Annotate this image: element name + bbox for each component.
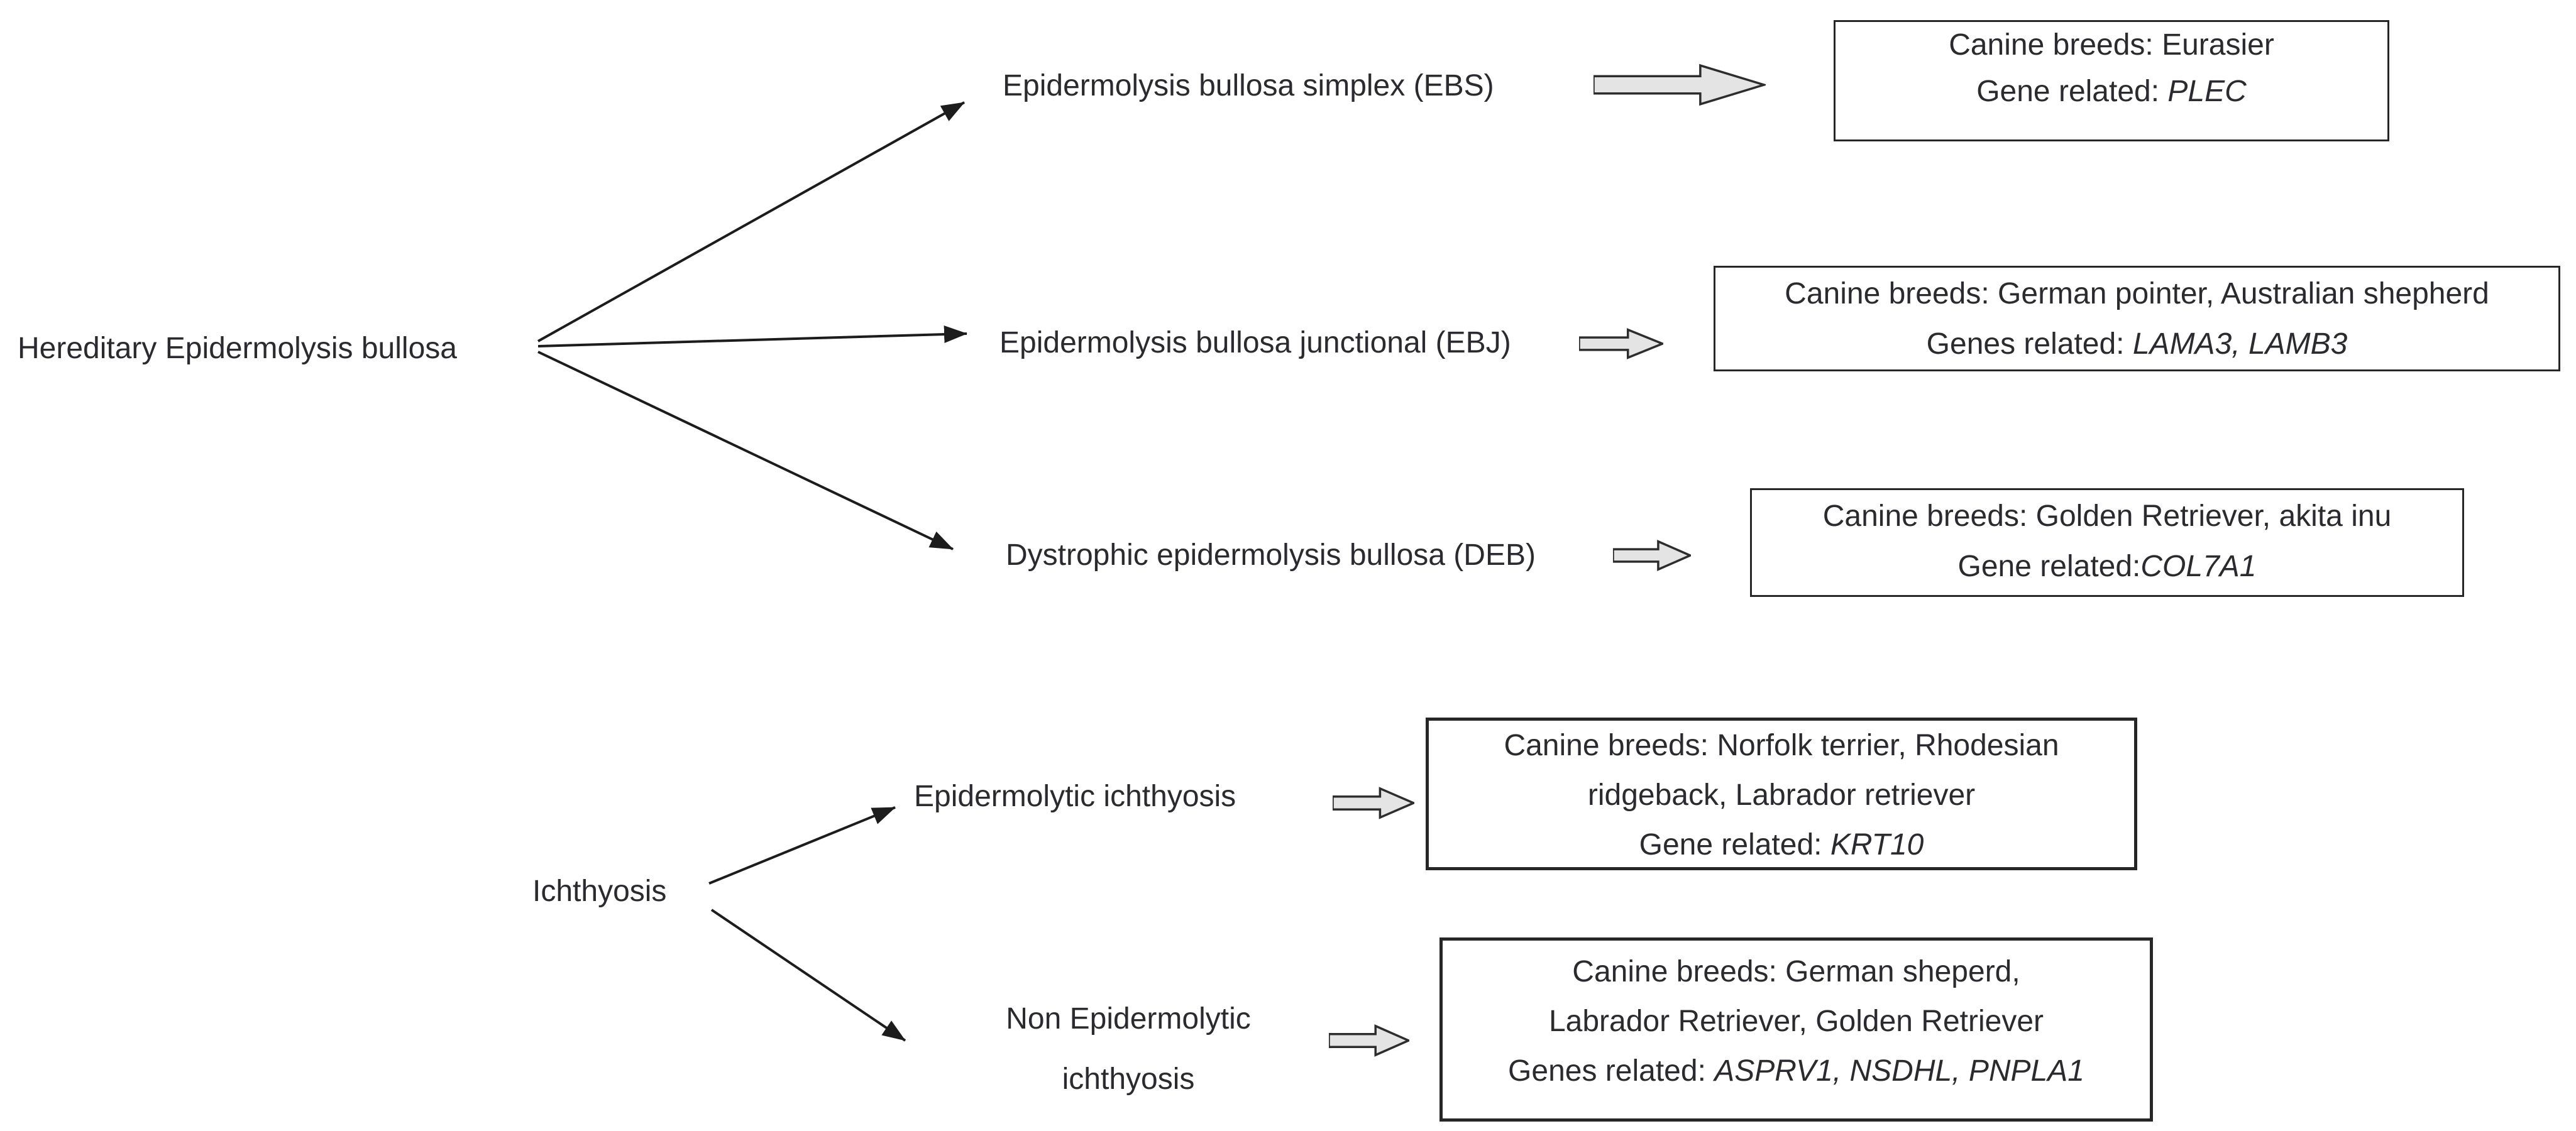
box-breeds-line: Canine breeds: Eurasier [1949,28,2274,62]
block-arrow-ebj-icon [1579,327,1663,360]
box-gene-line: Gene related:COL7A1 [1752,542,2462,592]
block-arrow-non-epidermolytic-ichthyosis-icon [1329,1024,1409,1057]
gene-names: KRT10 [1830,828,1924,861]
block-arrow-deb-icon [1613,539,1691,572]
box-breeds-line: Canine breeds: Golden Retriever, akita i… [1822,500,2392,533]
gene-label: Gene related: [1976,75,2168,108]
branch-label-deb: Dystrophic epidermolysis bullosa (DEB) [1006,538,1536,572]
root-label-hereditary-epidermolysis-bullosa: Hereditary Epidermolysis bullosa [18,332,457,365]
block-arrow-ebs-icon [1593,62,1766,107]
box-gene-line: Gene related: KRT10 [1429,820,2134,870]
box-breeds-line: Canine breeds: Norfolk terrier, Rhodesia… [1504,729,2059,762]
arrow-to-deb [537,351,954,550]
branch-label-epidermolytic-ichthyosis: Epidermolytic ichthyosis [914,780,1236,813]
gene-names: ASPRV1, NSDHL, PNPLA1 [1714,1054,2084,1088]
box-breeds-line: Canine breeds: German pointer, Australia… [1785,277,2489,310]
info-box-ebj: Canine breeds: German pointer, Australia… [1714,266,2560,371]
box-gene-line: Genes related: LAMA3, LAMB3 [1715,319,2558,369]
branch-label-non-epidermolytic-ichthyosis: Non Epidermolytic ichthyosis [981,989,1276,1110]
gene-names: COL7A1 [2140,550,2257,583]
info-box-deb: Canine breeds: Golden Retriever, akita i… [1750,488,2464,597]
info-box-epidermolytic-ichthyosis: Canine breeds: Norfolk terrier, Rhodesia… [1426,718,2137,870]
box-breeds-line: Canine breeds: German sheperd, [1572,955,2020,988]
box-breeds-line: ridgeback, Labrador retriever [1587,779,1976,812]
arrow-to-ebs [537,101,965,342]
gene-label: Genes related: [1508,1054,1715,1088]
gene-label: Gene related: [1639,828,1830,861]
box-breeds-line: Labrador Retriever, Golden Retriever [1548,1005,2044,1038]
branch-label-line-2: ichthyosis [1062,1063,1195,1096]
gene-label: Genes related: [1926,327,2133,361]
info-box-ebs: Canine breeds: Eurasier Gene related: PL… [1834,20,2389,141]
arrow-to-non-epidermolytic-ichthyosis [710,909,906,1042]
block-arrow-epidermolytic-ichthyosis-icon [1333,786,1414,820]
gene-names: PLEC [2167,75,2247,108]
gene-label: Gene related: [1957,550,2141,583]
box-gene-line: Gene related: PLEC [1836,68,2387,115]
branch-label-line-1: Non Epidermolytic [1006,1002,1251,1035]
arrow-to-epidermolytic-ichthyosis [708,806,896,885]
branch-label-ebs: Epidermolysis bullosa simplex (EBS) [1003,69,1494,102]
gene-names: LAMA3, LAMB3 [2132,327,2348,361]
root-label-ichthyosis: Ichthyosis [532,875,667,908]
branch-label-ebj: Epidermolysis bullosa junctional (EBJ) [999,326,1511,359]
arrow-to-ebj [537,325,967,347]
info-box-non-epidermolytic-ichthyosis: Canine breeds: German sheperd, Labrador … [1439,937,2153,1122]
box-gene-line: Genes related: ASPRV1, NSDHL, PNPLA1 [1443,1046,2150,1096]
